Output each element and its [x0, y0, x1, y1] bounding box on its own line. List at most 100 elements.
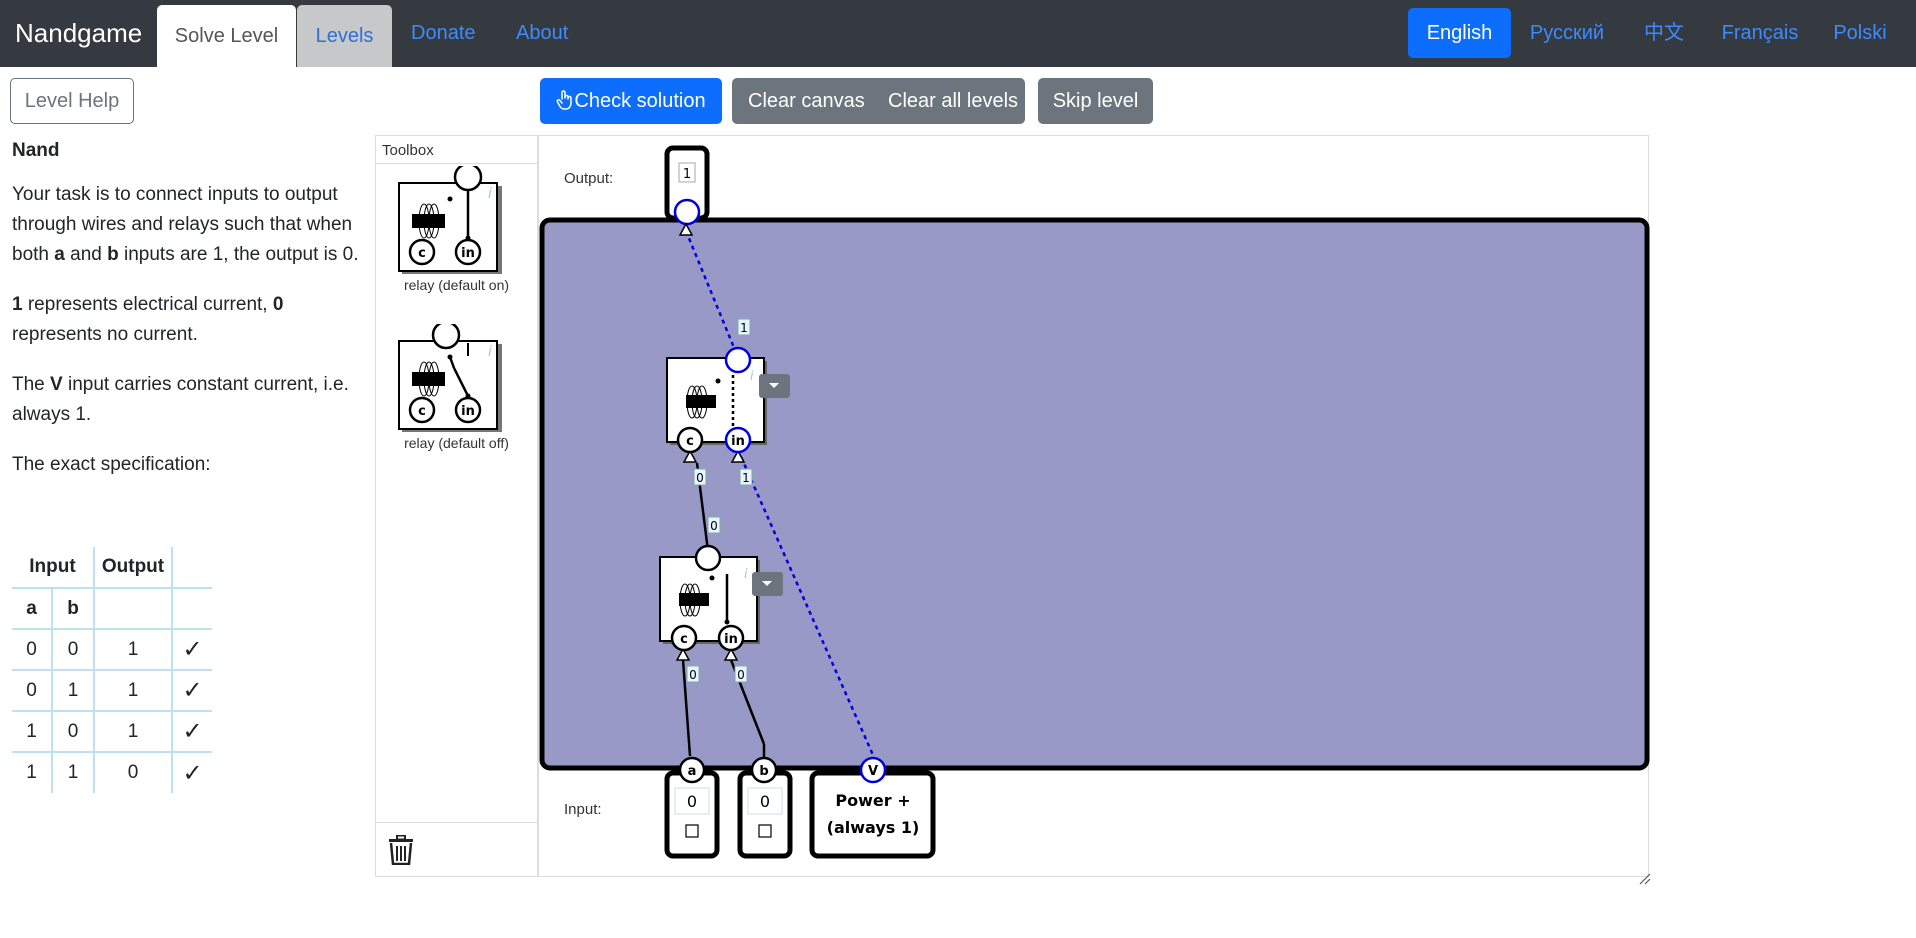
relay-default-on-tool[interactable]: c in i: [396, 166, 506, 276]
relay-output-pin[interactable]: [724, 346, 752, 374]
language-chinese[interactable]: 中文: [1644, 22, 1684, 44]
svg-text:V: V: [868, 764, 878, 779]
relay-output-pin: [431, 324, 461, 350]
relay-top[interactable]: i c in: [666, 346, 767, 454]
truth-table: Input Output a b 0 0 1 ✓ 0 1 1 ✓ 1 0 1 ✓…: [12, 547, 212, 793]
clear-canvas-button[interactable]: Clear canvas: [748, 90, 865, 112]
relay-in-pin: [454, 396, 482, 424]
relay-in-pin[interactable]: [717, 624, 745, 652]
nav-link-donate[interactable]: Donate: [411, 22, 476, 44]
svg-text:a: a: [688, 764, 697, 779]
info-icon[interactable]: i: [488, 186, 492, 202]
task-paragraph: Your task is to connect inputs to output…: [12, 184, 359, 265]
relay-output-pin[interactable]: [694, 544, 722, 572]
power-node: Power + (always 1) V: [809, 756, 936, 859]
wire-a-to-bottom-relay-c[interactable]: [681, 659, 692, 757]
language-russian[interactable]: Русский: [1529, 22, 1605, 44]
toolbox-title: Toolbox: [382, 142, 434, 159]
wire-value-label: 0: [696, 471, 704, 485]
truth-table-header-output: Output: [93, 547, 172, 588]
input-b-checkbox[interactable]: [758, 824, 772, 838]
wire-value-label: 1: [740, 321, 748, 335]
trash-icon[interactable]: [388, 835, 414, 865]
svg-text:in: in: [724, 632, 738, 647]
clear-button-group: Clear canvas Clear all levels: [732, 78, 1025, 124]
output-value: 1: [683, 167, 691, 182]
check-icon: ✓: [171, 669, 212, 711]
info-icon[interactable]: i: [750, 369, 754, 384]
svg-text:in: in: [731, 434, 745, 449]
power-label-line1: Power +: [835, 791, 910, 810]
clear-all-levels-button[interactable]: Clear all levels: [888, 90, 1019, 112]
relay-output-pin: [453, 166, 483, 192]
input-b-pin[interactable]: [750, 756, 778, 784]
check-solution-button[interactable]: Check solution: [540, 78, 722, 124]
relay-in-pin: [454, 238, 482, 266]
level-help-button[interactable]: Level Help: [10, 78, 134, 124]
truth-table-header-input: Input: [29, 556, 76, 577]
wire-value-label: 0: [689, 668, 697, 682]
relay-default-off-tool[interactable]: c in i: [396, 324, 506, 434]
relay-c-pin: [408, 396, 436, 424]
current-paragraph: 1 represents electrical current, 0 repre…: [12, 294, 284, 345]
wire-value-label: 0: [737, 668, 745, 682]
language-french[interactable]: Français: [1721, 22, 1799, 44]
svg-text:c: c: [418, 404, 426, 419]
circuit-board-area[interactable]: [539, 217, 1650, 771]
chevron-down-icon: [769, 383, 779, 388]
check-icon: ✓: [171, 710, 212, 752]
chevron-down-icon: [762, 581, 772, 586]
output-label: Output:: [564, 170, 614, 187]
level-title: Nand: [12, 140, 60, 161]
wire-value-label: 1: [742, 471, 750, 485]
level-description: Nand Your task is to connect inputs to o…: [12, 136, 367, 500]
info-icon[interactable]: i: [488, 344, 492, 360]
relay-in-pin[interactable]: [724, 426, 752, 454]
language-english[interactable]: English: [1408, 8, 1511, 58]
relay-c-pin[interactable]: [676, 426, 704, 454]
svg-text:in: in: [461, 246, 475, 261]
language-polish[interactable]: Polski: [1833, 22, 1887, 44]
hand-pointer-icon: [556, 90, 573, 110]
svg-text:b: b: [759, 764, 768, 779]
wire-value-label: 0: [710, 519, 718, 533]
input-b-value[interactable]: 0: [760, 792, 770, 811]
input-a-pin[interactable]: [678, 756, 706, 784]
check-solution-label: Check solution: [574, 90, 706, 112]
truth-table-col-b: b: [51, 587, 94, 629]
input-a-value[interactable]: 0: [687, 792, 697, 811]
brand[interactable]: Nandgame: [15, 18, 143, 48]
nav-link-about[interactable]: About: [516, 22, 569, 44]
check-icon: ✓: [171, 751, 212, 793]
output-pin[interactable]: [673, 198, 701, 226]
svg-text:c: c: [686, 434, 694, 449]
navbar: Nandgame Solve Level Levels Donate About…: [0, 0, 1916, 67]
power-pin[interactable]: [859, 756, 887, 784]
relay-bottom[interactable]: i c in: [659, 544, 760, 652]
toolbox: Toolbox c in i relay (default on): [375, 135, 538, 877]
tab-solve-level[interactable]: Solve Level: [157, 5, 296, 67]
truth-table-col-a: a: [12, 587, 52, 629]
svg-text:in: in: [461, 404, 475, 419]
table-row: 1 0 1 ✓: [12, 710, 212, 752]
table-row: 0 1 1 ✓: [12, 669, 212, 711]
info-icon[interactable]: i: [744, 567, 748, 582]
tab-levels[interactable]: Levels: [297, 5, 392, 67]
table-row: 0 0 1 ✓: [12, 628, 212, 670]
relay-c-pin[interactable]: [670, 624, 698, 652]
input-a-checkbox[interactable]: [685, 824, 699, 838]
power-label-line2: (always 1): [827, 818, 920, 837]
check-icon: ✓: [171, 628, 212, 670]
resize-grip-icon[interactable]: [1639, 873, 1651, 885]
svg-text:c: c: [680, 632, 688, 647]
input-label: Input:: [564, 801, 602, 818]
input-b-node: 0 b: [737, 756, 793, 859]
relay-c-pin: [408, 238, 436, 266]
relay-default-off-label: relay (default off): [404, 435, 509, 451]
table-row: 1 1 0 ✓: [12, 751, 212, 793]
wire-top-relay-to-output[interactable]: [684, 230, 739, 356]
spec-intro: The exact specification:: [12, 454, 211, 475]
skip-level-button[interactable]: Skip level: [1038, 78, 1153, 124]
v-input-paragraph: The V input carries constant current, i.…: [12, 374, 349, 425]
